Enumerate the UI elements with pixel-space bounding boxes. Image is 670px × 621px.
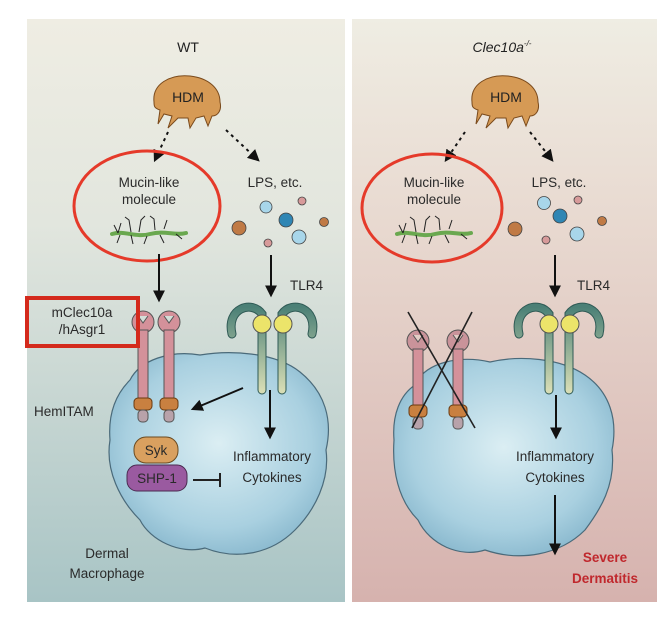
lps-label: LPS, etc.	[248, 175, 303, 190]
receptor-label-line1: mClec10a	[52, 305, 113, 320]
cytokines-label-line2: Cytokines	[525, 470, 585, 485]
cytokines-label-line2: Cytokines	[242, 470, 302, 485]
outcome-label-line1: Severe	[583, 550, 628, 565]
hemitam-motif-left	[133, 397, 153, 411]
hemitam-motif-right	[159, 397, 179, 411]
lps-particles-icon	[507, 195, 607, 245]
knockout-cross-line-2	[411, 311, 473, 429]
mucin-label-line2: molecule	[122, 192, 176, 207]
panel-ko-title-main: Clec10a	[473, 39, 525, 55]
tlr4-label: TLR4	[577, 278, 611, 293]
tlr4-label: TLR4	[290, 278, 324, 293]
arrow-hdm-to-lps	[225, 129, 260, 162]
receptor-label-line2: /hAsgr1	[59, 322, 106, 337]
clec10a-receptor-right	[157, 310, 181, 423]
arrow-hdm-to-mucin	[153, 131, 169, 163]
lps-particles-icon	[231, 196, 329, 248]
mucin-molecule-icon	[110, 215, 188, 245]
hdm-label: HDM	[490, 89, 522, 105]
cell-label-line1: Dermal	[85, 546, 129, 561]
mucin-highlight-circle	[72, 149, 222, 263]
house-dust-mite-icon: HDM	[471, 75, 539, 130]
panel-wt-title: WT	[177, 39, 199, 55]
cytokines-label-line1: Inflammatory	[233, 449, 311, 464]
tlr4-receptor-icon	[513, 302, 605, 395]
arrow-tlr4-to-hemitam	[190, 387, 244, 411]
hemitam-label: HemITAM	[34, 404, 94, 419]
shp1-label: SHP-1	[137, 471, 177, 486]
clec10a-receptor-pair	[131, 310, 181, 423]
panel-knockout: Clec10a-/- HDM Mucin-like molecule LPS, …	[352, 19, 657, 602]
panel-ko-title: Clec10a-/-	[473, 39, 532, 55]
tlr4-receptor-icon	[226, 302, 318, 395]
mucin-molecule-icon	[395, 215, 473, 245]
mucin-label-line1: Mucin-like	[119, 175, 180, 190]
arrow-hdm-to-lps	[529, 131, 554, 162]
mucin-highlight-circle	[360, 152, 504, 264]
syk-label: Syk	[145, 443, 168, 458]
outcome-label-line2: Dermatitis	[572, 571, 638, 586]
house-dust-mite-icon: HDM	[153, 75, 221, 130]
syk-molecule	[133, 436, 179, 464]
shp1-molecule	[126, 464, 188, 492]
panel-ko-title-superscript: -/-	[524, 39, 532, 48]
panel-wt: WT HDM Mucin-like molecule LPS, etc.	[25, 19, 345, 602]
cell-label-line2: Macrophage	[69, 566, 144, 581]
cytokines-label-line1: Inflammatory	[516, 449, 594, 464]
mucin-label-line1: Mucin-like	[404, 175, 465, 190]
lps-label: LPS, etc.	[532, 175, 587, 190]
receptor-highlight-box	[25, 296, 140, 348]
hdm-label: HDM	[172, 89, 204, 105]
clec10a-receptor-knocked-out	[406, 311, 476, 430]
mucin-label-line2: molecule	[407, 192, 461, 207]
